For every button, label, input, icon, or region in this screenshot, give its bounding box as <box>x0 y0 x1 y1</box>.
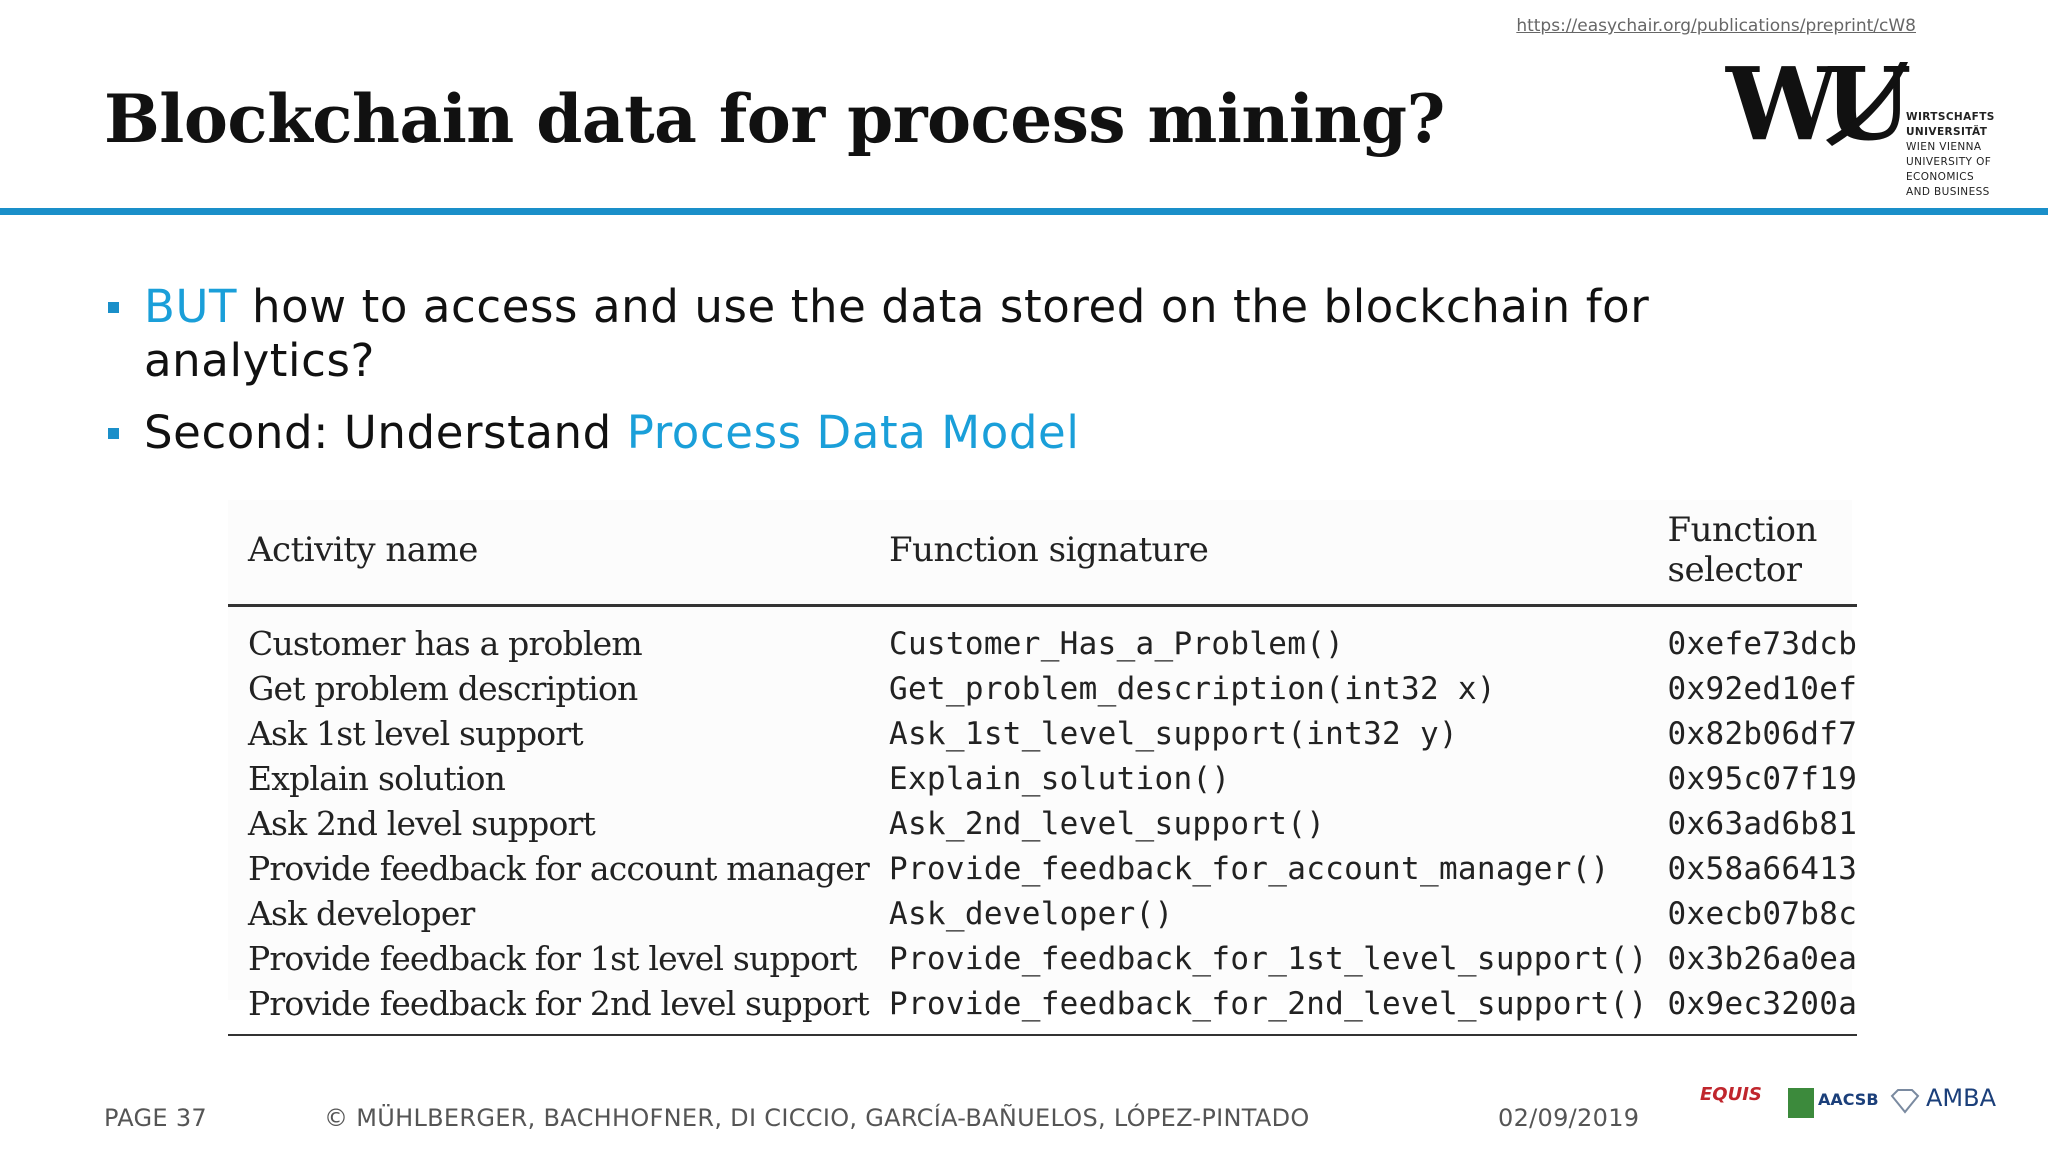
activity-name-cell: Provide feedback for 1st level support <box>248 939 857 978</box>
bullet-text: Second: Understand <box>144 406 627 459</box>
function-signature-cell: Provide_feedback_for_1st_level_support() <box>889 940 1648 977</box>
function-signature-cell: Ask_1st_level_support(int32 y) <box>889 715 1458 752</box>
wu-logo: WU WIRTSCHAFTS UNIVERSITÄT WIEN VIENNA U… <box>1726 54 1996 204</box>
function-selector-cell: 0xefe73dcb <box>1667 625 1858 662</box>
bullet-marker-icon <box>108 302 119 313</box>
function-signature-cell: Provide_feedback_for_account_manager() <box>889 850 1610 887</box>
slide-date: 02/09/2019 <box>1498 1104 1640 1132</box>
table-row: Ask 1st level support Ask_1st_level_supp… <box>228 711 1857 756</box>
activity-name-cell: Explain solution <box>248 759 506 798</box>
function-selector-cell: 0x92ed10ef <box>1667 670 1858 707</box>
activity-name-cell: Customer has a problem <box>248 624 643 663</box>
bullet-highlight: Process Data Model <box>626 406 1080 459</box>
function-signature-cell: Explain_solution() <box>889 760 1231 797</box>
slide-title: Blockchain data for process mining? <box>104 80 1445 158</box>
header-divider <box>0 208 2048 215</box>
activity-name-cell: Ask 2nd level support <box>248 804 596 843</box>
logo-line: WIRTSCHAFTS <box>1906 111 1995 123</box>
aacsb-badge-icon: AACSB <box>1818 1090 1879 1109</box>
table-row: Ask developer Ask_developer() 0xecb07b8c <box>228 891 1857 936</box>
aacsb-emblem-icon <box>1788 1088 1814 1118</box>
activity-name-cell: Ask 1st level support <box>248 714 584 753</box>
activity-name-cell: Provide feedback for account manager <box>248 849 870 888</box>
logo-line: UNIVERSITÄT <box>1906 126 1988 138</box>
column-header-signature: Function signature <box>869 500 1648 607</box>
activity-name-cell: Get problem description <box>248 669 638 708</box>
column-header-selector: Function selector <box>1647 500 1858 607</box>
function-selector-cell: 0x82b06df7 <box>1667 715 1858 752</box>
activity-name-cell: Ask developer <box>248 894 475 933</box>
bullet-highlight: BUT <box>144 280 238 333</box>
logo-line: UNIVERSITY OF <box>1906 156 1992 168</box>
table-row: Provide feedback for 1st level support P… <box>228 936 1857 981</box>
function-selector-cell: 0xecb07b8c <box>1667 895 1858 932</box>
amba-diamond-icon <box>1890 1089 1920 1114</box>
table-row: Provide feedback for 2nd level support P… <box>228 981 1858 1036</box>
table-row: Ask 2nd level support Ask_2nd_level_supp… <box>228 801 1857 846</box>
table-row: Explain solution Explain_solution() 0x95… <box>228 756 1857 801</box>
amba-badge-icon: AMBA <box>1926 1084 1997 1112</box>
wu-logo-text: WIRTSCHAFTS UNIVERSITÄT WIEN VIENNA UNIV… <box>1906 110 2006 200</box>
logo-line: WIEN VIENNA <box>1906 141 1982 153</box>
wu-logo-swoosh-icon <box>1826 62 1908 146</box>
bullet-list: BUT how to access and use the data store… <box>104 280 1704 478</box>
function-selector-cell: 0x95c07f19 <box>1667 760 1858 797</box>
function-selector-cell: 0x3b26a0ea <box>1667 940 1858 977</box>
function-signature-cell: Provide_feedback_for_2nd_level_support() <box>869 981 1648 1036</box>
copyright-notice: © MÜHLBERGER, BACHHOFNER, DI CICCIO, GAR… <box>324 1104 1310 1132</box>
function-signature-cell: Customer_Has_a_Problem() <box>889 625 1345 662</box>
equis-badge-icon: EQUIS <box>1700 1084 1762 1105</box>
column-header-activity: Activity name <box>228 500 869 607</box>
table-row: Provide feedback for account manager Pro… <box>228 846 1857 891</box>
function-selector-cell: 0x58a66413 <box>1667 850 1858 887</box>
function-signature-cell: Ask_2nd_level_support() <box>889 805 1326 842</box>
logo-line: AND BUSINESS <box>1906 186 1990 198</box>
logo-line: ECONOMICS <box>1906 171 1975 183</box>
function-signature-cell: Get_problem_description(int32 x) <box>889 670 1496 707</box>
bullet-item: BUT how to access and use the data store… <box>104 280 1704 388</box>
accreditation-badges: EQUIS AACSB AMBA <box>1694 1076 1997 1132</box>
bullet-text: how to access and use the data stored on… <box>144 280 1650 387</box>
function-table: Activity name Function signature Functio… <box>228 500 1858 1036</box>
table-header-row: Activity name Function signature Functio… <box>228 500 1858 607</box>
activity-name-cell: Provide feedback for 2nd level support <box>228 981 870 1036</box>
bullet-item: Second: Understand Process Data Model <box>104 406 1704 460</box>
page-number: PAGE 37 <box>104 1104 207 1132</box>
source-url-link[interactable]: https://easychair.org/publications/prepr… <box>1516 16 1916 36</box>
process-data-table: Activity name Function signature Functio… <box>228 500 1858 1036</box>
function-selector-cell: 0x9ec3200a <box>1647 981 1858 1036</box>
function-selector-cell: 0x63ad6b81 <box>1667 805 1858 842</box>
table-row: Customer has a problem Customer_Has_a_Pr… <box>228 606 1857 667</box>
function-signature-cell: Ask_developer() <box>889 895 1174 932</box>
bullet-marker-icon <box>108 428 119 439</box>
table-row: Get problem description Get_problem_desc… <box>228 666 1857 711</box>
